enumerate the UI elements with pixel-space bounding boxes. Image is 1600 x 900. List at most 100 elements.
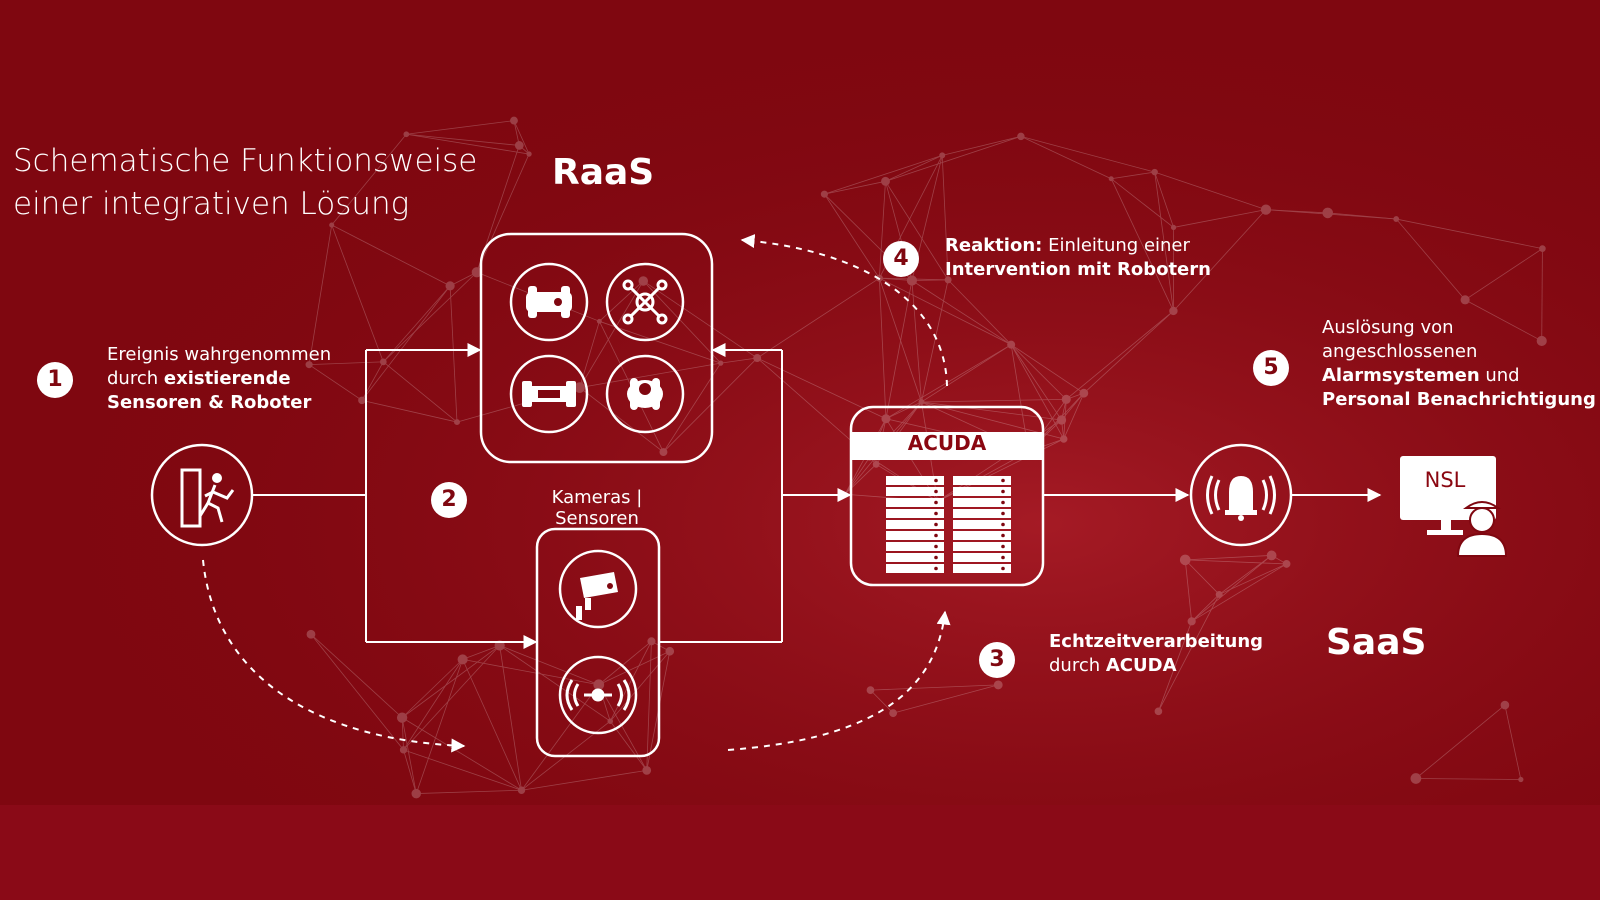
network-line (599, 280, 644, 322)
network-line (1504, 704, 1522, 780)
sensors-box (535, 527, 661, 758)
network-node (514, 141, 524, 150)
server-unit (886, 564, 944, 573)
network-line (1173, 209, 1267, 228)
network-line (519, 145, 530, 155)
network-line (1184, 559, 1193, 622)
server-unit (953, 564, 1011, 573)
network-node (944, 276, 952, 284)
step-1-line-2: durch existierende (107, 367, 331, 391)
server-unit (953, 520, 1011, 529)
network-node (593, 679, 605, 691)
network-node (396, 712, 408, 723)
network-node (1215, 590, 1223, 598)
network-line (361, 399, 458, 423)
network-line (870, 689, 894, 714)
network-node (1539, 245, 1546, 252)
network-line (1158, 594, 1220, 712)
network-node (918, 399, 925, 405)
network-line (1541, 248, 1543, 341)
server-led (1001, 478, 1005, 483)
network-line (642, 280, 722, 364)
network-node (1282, 560, 1291, 568)
saas-label: SaaS (1326, 622, 1427, 663)
network-line (1191, 555, 1272, 622)
alarm-node (1189, 443, 1293, 547)
step-4-line-2-bold: Intervention mit Robotern (945, 259, 1211, 280)
network-line (1154, 171, 1174, 228)
network-line (885, 155, 943, 182)
network-line (308, 364, 363, 401)
step-1-line-3-bold: Sensoren & Roboter (107, 392, 312, 413)
drone-icon (622, 279, 668, 325)
network-node (889, 709, 898, 718)
network-node (1179, 554, 1191, 566)
network-node (1460, 295, 1470, 305)
network-line (401, 717, 522, 791)
network-line (361, 285, 451, 401)
network-line (416, 789, 522, 794)
server-led (934, 566, 938, 571)
network-line (1219, 563, 1287, 595)
network-line (1010, 344, 1067, 400)
raas-label: RaaS (552, 152, 655, 193)
network-line (309, 361, 384, 366)
network-line (651, 640, 670, 652)
robot-dog-icon (627, 378, 663, 410)
network-line (824, 193, 880, 279)
server-unit (953, 531, 1011, 540)
event-node (150, 443, 254, 547)
network-node (411, 788, 422, 799)
step-5-line-3-bold: Alarmsystemen (1322, 365, 1480, 386)
step-4-line-1: Reaktion: Einleitung einer (945, 234, 1211, 258)
server-rack-icon (886, 476, 1011, 573)
server-unit (953, 487, 1011, 496)
step-5-line-4: Personal Benachrichtigung (1322, 388, 1596, 412)
network-node (872, 460, 880, 468)
network-line (462, 659, 522, 791)
network-line (720, 357, 758, 364)
step-5-badge: 5 (1253, 350, 1289, 386)
network-line (403, 749, 522, 791)
network-line (1010, 344, 1085, 394)
network-node (1169, 306, 1178, 316)
acuda-label: ACUDA (907, 431, 987, 455)
network-line (513, 120, 530, 155)
network-node (1079, 388, 1089, 398)
network-node (329, 222, 335, 228)
server-led (1001, 489, 1005, 494)
network-node (1187, 617, 1196, 626)
network-line (1395, 218, 1466, 301)
network-line (310, 634, 404, 751)
network-line (1185, 559, 1287, 565)
network-line (911, 280, 922, 403)
security-camera-icon (576, 572, 618, 620)
step-2-badge: 2 (431, 482, 467, 518)
step-1-text: Ereignis wahrgenommen durch existierende… (107, 343, 331, 415)
network-node (457, 654, 468, 665)
step-5-line-3: Alarmsystemen und (1322, 364, 1596, 388)
network-line (1396, 218, 1543, 250)
network-node (1322, 207, 1333, 219)
network-node (399, 746, 408, 754)
network-line (331, 224, 451, 287)
network-node (1060, 435, 1068, 443)
network-line (599, 320, 721, 364)
server-unit (886, 487, 944, 496)
server-unit (953, 509, 1011, 518)
network-node (659, 448, 668, 457)
network-node (647, 637, 656, 646)
network-line (513, 120, 520, 146)
network-line (1020, 135, 1155, 173)
network-node (1056, 415, 1067, 425)
network-line (609, 641, 652, 722)
network-line (1173, 209, 1267, 312)
network-node (1518, 776, 1524, 783)
network-line (1063, 399, 1067, 439)
network-node (306, 629, 316, 639)
network-node (1536, 335, 1547, 347)
step-2-caption: Kameras | Sensoren (551, 487, 643, 529)
step-3-text: Echtzeitverarbeitung durch ACUDA (1049, 630, 1263, 678)
network-node (305, 361, 313, 369)
server-unit (886, 553, 944, 562)
